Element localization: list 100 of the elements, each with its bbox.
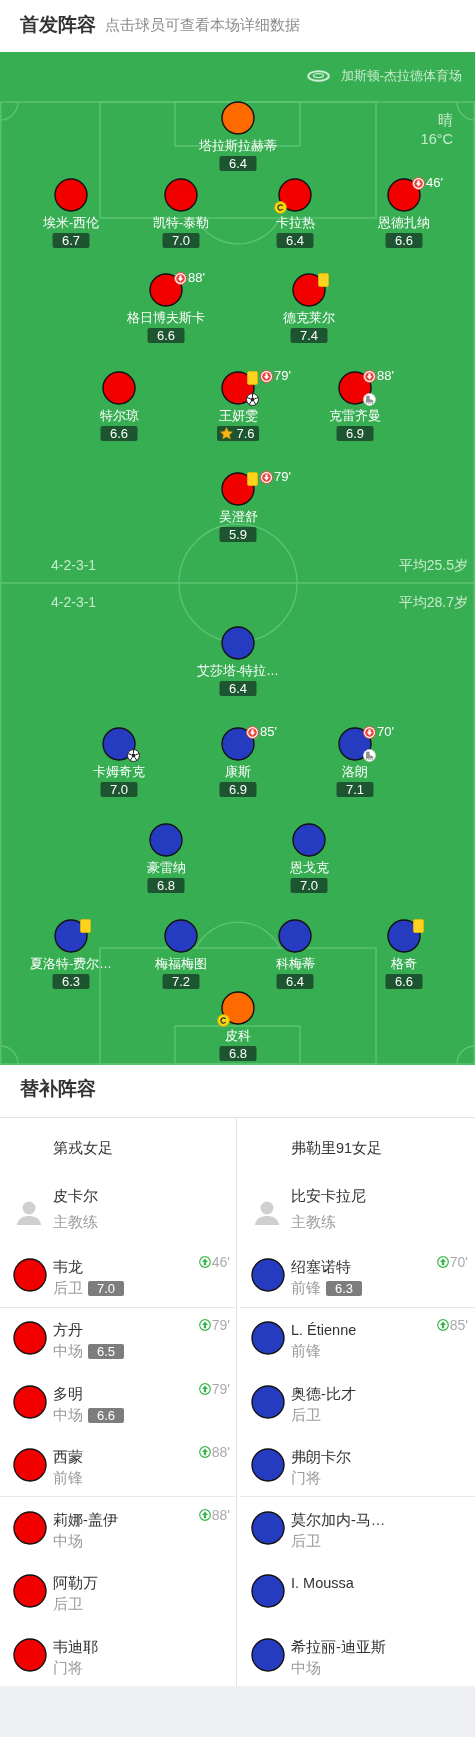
rating-badge: 6.9 <box>336 426 374 441</box>
minute-text: 70' <box>377 724 394 740</box>
player-name: 希拉丽-迪亚斯 <box>291 1638 386 1657</box>
minute-text: 88' <box>377 368 394 384</box>
player-name: 卡姆奇克 <box>93 764 145 780</box>
minute-text: 79' <box>211 1317 230 1333</box>
rating-badge: 6.6 <box>385 974 423 989</box>
minute-text: 88' <box>188 270 205 286</box>
player-position: 中场 <box>53 1342 83 1361</box>
player-position: 前锋 <box>53 1469 83 1488</box>
minute-text: 70' <box>449 1254 468 1270</box>
rating-badge: 6.6 <box>147 328 185 343</box>
player-name: I. Moussa <box>291 1574 354 1593</box>
player-position: 后卫 <box>291 1406 321 1425</box>
rating-badge: 6.4 <box>276 233 314 248</box>
player-name: 德克莱尔 <box>283 310 335 326</box>
player-position: 中场 <box>291 1659 321 1678</box>
player-name: 弗朗卡尔 <box>291 1448 351 1467</box>
player-name: 塔拉斯拉赫蒂 <box>199 138 277 154</box>
player-name: 奥德-比才 <box>291 1385 356 1404</box>
rating-badge: 6.4 <box>276 974 314 989</box>
player-name: 夏洛特-费尔… <box>30 956 112 972</box>
player-position: 前锋 <box>291 1279 321 1298</box>
formation-text: 4-2-3-1 <box>51 593 97 611</box>
player-name: 豪雷纳 <box>146 860 186 876</box>
player-name: 艾莎塔-特拉… <box>197 663 279 679</box>
player-position: 后卫 <box>53 1595 83 1614</box>
rating-badge: 6.6 <box>385 233 423 248</box>
formation-text: 4-2-3-1 <box>51 556 97 574</box>
rating-badge: 7.0 <box>162 233 200 248</box>
player-position: 中场 <box>53 1406 83 1425</box>
rating-badge: 6.4 <box>219 681 257 696</box>
player-name: 西蒙 <box>53 1448 83 1467</box>
rating-badge: 6.3 <box>52 974 90 989</box>
average-age-text: 平均28.7岁 <box>398 593 468 611</box>
player-name: 多明 <box>53 1385 83 1404</box>
player-name: 格奇 <box>391 956 417 972</box>
subtitle-text: 点击球员可查看本场详细数据 <box>105 16 300 35</box>
player-name: 恩戈克 <box>289 860 329 876</box>
minute-text: 79' <box>211 1381 230 1397</box>
player-name: 梅福梅图 <box>155 956 207 972</box>
minute-text: 85' <box>449 1317 468 1333</box>
player-name: 康斯 <box>225 764 251 780</box>
rating-badge: 7.1 <box>336 782 374 797</box>
player-name: 阿勒万 <box>53 1574 98 1593</box>
rating-badge: 5.9 <box>219 527 257 542</box>
weather-text: 晴 <box>438 111 453 129</box>
rating-badge: 6.5 <box>88 1343 125 1359</box>
player-position: 前锋 <box>291 1342 321 1361</box>
coach-name: 皮卡尔 <box>53 1187 98 1206</box>
stadium-name: 加斯顿-杰拉德体育场 <box>340 68 462 84</box>
rating-badge: 6.4 <box>219 156 257 171</box>
player-name: 莫尔加内-马… <box>291 1511 386 1530</box>
minute-text: 46' <box>211 1254 230 1270</box>
rating-badge: 6.3 <box>326 1280 363 1296</box>
rating-badge: 6.7 <box>52 233 90 248</box>
player-name: 特尔琼 <box>99 408 139 424</box>
minute-text: 85' <box>260 724 277 740</box>
player-position: 门将 <box>291 1469 321 1488</box>
rating-badge: 7.2 <box>162 974 200 989</box>
player-name: 卡拉热 <box>275 215 315 231</box>
section-heading: 替补阵容 <box>20 1077 96 1101</box>
player-name: 科梅蒂 <box>275 956 315 972</box>
player-name: L. Étienne <box>291 1321 357 1340</box>
player-name: 绍塞诺特 <box>291 1258 351 1277</box>
page-title: 首发阵容 <box>20 13 96 37</box>
rating-badge: 7.0 <box>290 878 328 893</box>
player-name: 韦迪耶 <box>53 1638 98 1657</box>
rating-badge: 6.8 <box>147 878 185 893</box>
player-name: 方丹 <box>53 1321 83 1340</box>
player-name: 凯特-泰勒 <box>152 215 210 231</box>
team-name: 弗勒里91女足 <box>291 1139 383 1158</box>
rating-badge: 7.4 <box>290 328 328 343</box>
player-position: 门将 <box>53 1659 83 1678</box>
minute-text: 88' <box>211 1444 230 1460</box>
minute-text: 88' <box>211 1507 230 1523</box>
rating-badge: 6.6 <box>100 426 138 441</box>
rating-badge: 7.0 <box>88 1280 125 1296</box>
team-name: 第戎女足 <box>53 1139 113 1158</box>
player-position: 后卫 <box>53 1279 83 1298</box>
minute-text: 79' <box>274 368 291 384</box>
player-position: 中场 <box>53 1532 83 1551</box>
player-name: 克雷齐曼 <box>329 408 381 424</box>
team-column <box>0 1118 237 1686</box>
player-name: 莉娜-盖伊 <box>53 1511 118 1530</box>
average-age-text: 平均25.5岁 <box>398 556 468 574</box>
player-name: 王妍雯 <box>218 408 258 424</box>
player-name: 恩德扎纳 <box>378 215 430 231</box>
rating-badge: 7.0 <box>100 782 138 797</box>
minute-text: 46' <box>426 175 443 191</box>
player-name: 吴澄舒 <box>218 509 258 525</box>
rating-badge: 6.8 <box>219 1046 257 1061</box>
coach-role: 主教练 <box>291 1213 336 1232</box>
rating-badge: 6.9 <box>219 782 257 797</box>
player-position: 后卫 <box>291 1532 321 1551</box>
player-name: 皮科 <box>225 1028 251 1044</box>
rating-badge: 6.6 <box>88 1407 125 1423</box>
minute-text: 79' <box>274 469 291 485</box>
player-name: 洛朗 <box>342 764 368 780</box>
player-name: 埃米-西伦 <box>42 215 100 231</box>
